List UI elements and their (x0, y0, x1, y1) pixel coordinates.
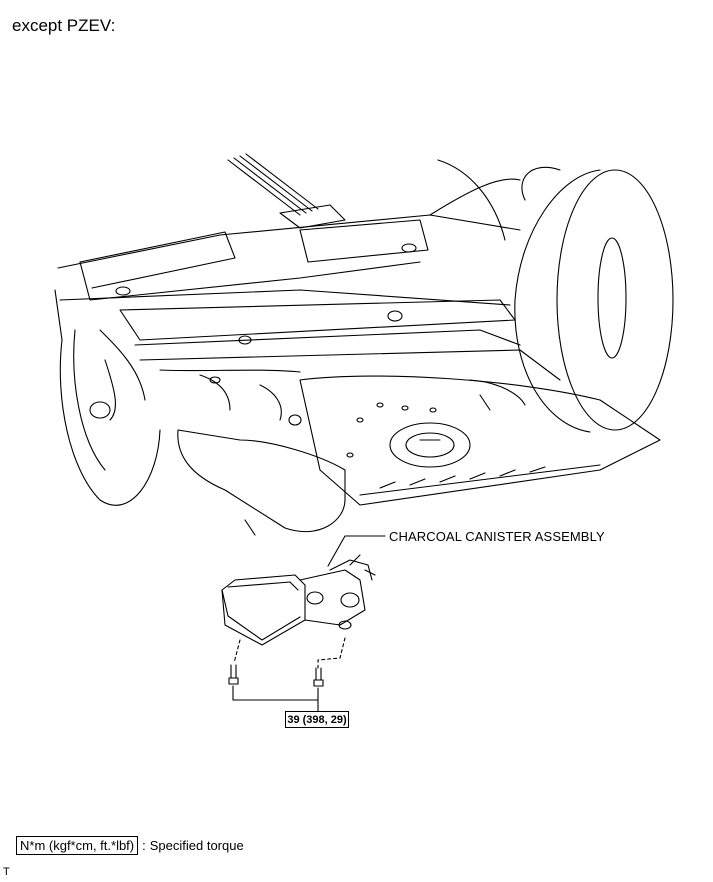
legend-description: Specified torque (149, 838, 244, 853)
footer-mark: T (3, 866, 10, 878)
legend-unit-box: N*m (kgf*cm, ft.*lbf) (16, 836, 139, 855)
callout-leader-line (327, 535, 386, 567)
fuel-lines-illustration (227, 153, 346, 229)
rear-tire-right-illustration (514, 166, 674, 433)
rear-tire-left-illustration (59, 329, 161, 506)
bolt-left-icon (228, 664, 239, 685)
bolt-right-icon (313, 667, 324, 687)
torque-value-box: 39 (398, 29) (285, 711, 349, 728)
bolt-dashed-line-left (233, 639, 241, 664)
body-frame-illustration (54, 159, 661, 536)
charcoal-canister-label: CHARCOAL CANISTER ASSEMBLY (389, 529, 605, 544)
torque-legend: N*m (kgf*cm, ft.*lbf) : Specified torque (16, 836, 244, 855)
torque-bracket-line (232, 685, 319, 701)
page-title: except PZEV: (12, 16, 116, 35)
charcoal-canister-illustration (221, 554, 376, 646)
bolt-dashed-line-right (317, 637, 346, 669)
legend-separator: : (142, 838, 146, 853)
